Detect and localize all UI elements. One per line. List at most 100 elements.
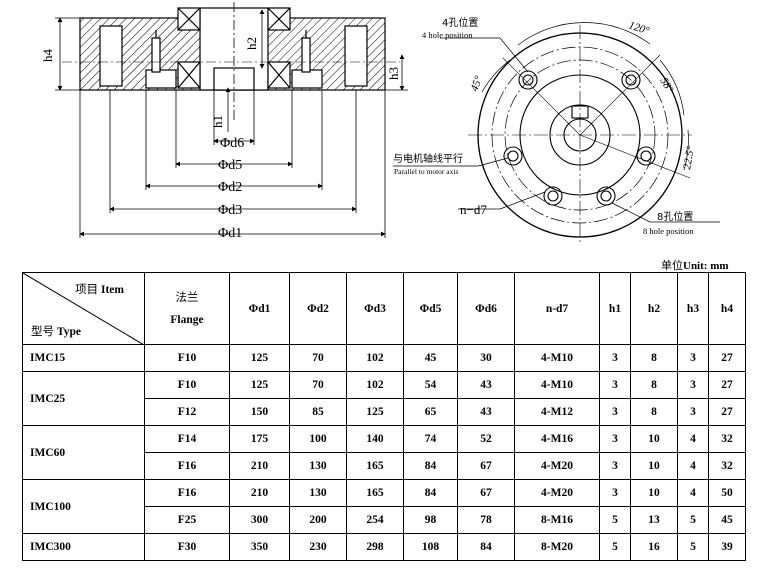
value-cell: 3 <box>599 479 631 507</box>
value-cell: 100 <box>289 425 347 453</box>
header-col: h2 <box>630 272 678 345</box>
flange-cell: F10 <box>144 344 230 372</box>
label-h2: h2 <box>244 37 259 50</box>
label-d2: Φd2 <box>218 180 242 195</box>
value-cell: 4-M20 <box>514 479 600 507</box>
value-cell: 3 <box>677 398 709 426</box>
header-col: h4 <box>708 272 746 345</box>
value-cell: 150 <box>229 398 290 426</box>
value-cell: 52 <box>457 425 515 453</box>
header-col: Φd5 <box>403 272 458 345</box>
value-cell: 3 <box>677 371 709 399</box>
value-cell: 165 <box>346 452 404 480</box>
label-d5: Φd5 <box>218 158 242 173</box>
value-cell: 45 <box>403 344 458 372</box>
value-cell: 5 <box>599 533 631 561</box>
value-cell: 16 <box>630 533 678 561</box>
value-cell: 43 <box>457 371 515 399</box>
flange-cell: F12 <box>144 398 230 426</box>
value-cell: 13 <box>630 506 678 534</box>
value-cell: 50 <box>708 479 746 507</box>
value-cell: 3 <box>677 344 709 372</box>
flange-cell: F25 <box>144 506 230 534</box>
type-cell: IMC25 <box>22 371 145 426</box>
value-cell: 85 <box>289 398 347 426</box>
flange-cell: F16 <box>144 479 230 507</box>
value-cell: 175 <box>229 425 290 453</box>
value-cell: 70 <box>289 344 347 372</box>
section-view <box>62 2 400 120</box>
unit-label: 单位Unit: mm <box>661 259 729 272</box>
value-cell: 210 <box>229 452 290 480</box>
value-cell: 350 <box>229 533 290 561</box>
flange-cell: F16 <box>144 452 230 480</box>
header-col: Φd2 <box>289 272 347 345</box>
label-h4: h4 <box>40 49 55 63</box>
value-cell: 8-M20 <box>514 533 600 561</box>
value-cell: 8 <box>630 344 678 372</box>
hole4-label-en: 4 hole position <box>422 30 473 40</box>
value-cell: 125 <box>229 371 290 399</box>
value-cell: 74 <box>403 425 458 453</box>
value-cell: 30 <box>457 344 515 372</box>
value-cell: 102 <box>346 344 404 372</box>
value-cell: 54 <box>403 371 458 399</box>
section-labels: h4 h2 h3 h1 Φd6 Φd5 Φd2 Φd3 Φd1 <box>40 37 401 241</box>
value-cell: 67 <box>457 479 515 507</box>
value-cell: 4-M20 <box>514 452 600 480</box>
value-cell: 3 <box>599 398 631 426</box>
value-cell: 10 <box>630 452 678 480</box>
value-cell: 4 <box>677 479 709 507</box>
header-col: h3 <box>677 272 709 345</box>
flange-cell: F14 <box>144 425 230 453</box>
value-cell: 65 <box>403 398 458 426</box>
value-cell: 4-M12 <box>514 398 600 426</box>
value-cell: 67 <box>457 452 515 480</box>
header-col: n-d7 <box>514 272 600 345</box>
type-cell: IMC300 <box>22 533 145 561</box>
header-col: Φd6 <box>457 272 515 345</box>
value-cell: 165 <box>346 479 404 507</box>
label-d3: Φd3 <box>218 203 242 218</box>
value-cell: 84 <box>457 533 515 561</box>
front-labels: 4孔位置 4 hole position 120° 45° 58° 22.5° … <box>393 16 697 236</box>
hole8-label-en: 8 hole position <box>643 226 694 236</box>
value-cell: 45 <box>708 506 746 534</box>
value-cell: 210 <box>229 479 290 507</box>
label-h1: h1 <box>210 115 225 128</box>
value-cell: 3 <box>599 425 631 453</box>
header-col: Φd1 <box>229 272 290 345</box>
value-cell: 84 <box>403 452 458 480</box>
value-cell: 8 <box>630 371 678 399</box>
value-cell: 5 <box>677 533 709 561</box>
value-cell: 200 <box>289 506 347 534</box>
angle-45: 45° <box>469 74 486 93</box>
value-cell: 98 <box>403 506 458 534</box>
value-cell: 43 <box>457 398 515 426</box>
header-item-type: 项目 Item 型号 Type <box>22 272 145 345</box>
value-cell: 298 <box>346 533 404 561</box>
value-cell: 4 <box>677 425 709 453</box>
dimension-lines <box>55 9 408 238</box>
front-view <box>393 22 720 245</box>
label-d6: Φd6 <box>220 136 244 151</box>
value-cell: 300 <box>229 506 290 534</box>
value-cell: 4-M16 <box>514 425 600 453</box>
value-cell: 3 <box>599 344 631 372</box>
technical-drawing: h4 h2 h3 h1 Φd6 Φd5 Φd2 Φd3 Φd1 <box>40 2 720 245</box>
value-cell: 8 <box>630 398 678 426</box>
flange-cell: F30 <box>144 533 230 561</box>
value-cell: 84 <box>403 479 458 507</box>
value-cell: 5 <box>599 506 631 534</box>
value-cell: 32 <box>708 452 746 480</box>
parallel-label-cn: 与电机轴线平行 <box>393 152 463 165</box>
value-cell: 27 <box>708 344 746 372</box>
hole4-label-cn: 4孔位置 <box>442 16 478 29</box>
